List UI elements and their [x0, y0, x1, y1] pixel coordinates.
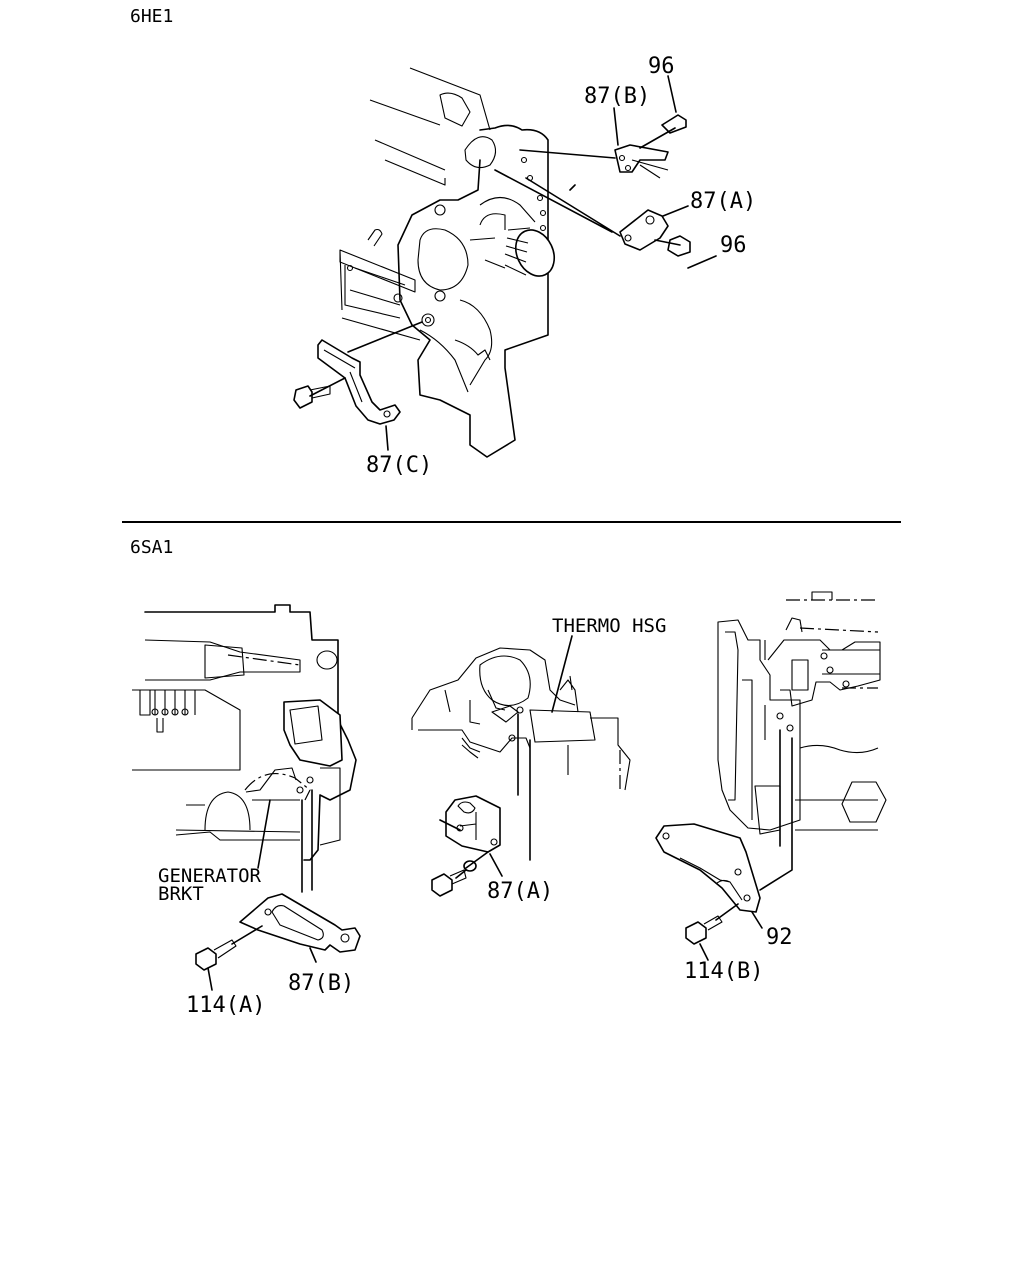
- callout-114b: 114(B): [684, 959, 763, 984]
- callout-114a: 114(A): [186, 993, 265, 1018]
- callout-96-upper: 96: [648, 54, 675, 79]
- engine-6sa1-right-view: [655, 591, 887, 961]
- section-label-6he1: 6HE1: [130, 6, 173, 27]
- callout-87b-6sa1: 87(B): [288, 971, 354, 996]
- engine-6sa1-middle-view: [411, 635, 631, 897]
- callout-87a-6sa1: 87(A): [487, 879, 553, 904]
- callout-87a: 87(A): [690, 189, 756, 214]
- engine-6sa1-left-view: [132, 604, 361, 991]
- callout-96-lower: 96: [720, 233, 747, 258]
- callout-thermo-hsg: THERMO HSG: [552, 615, 666, 637]
- engine-6he1-drawing: [293, 67, 717, 458]
- callout-generator-brkt-line2: BRKT: [158, 883, 204, 905]
- callout-87c: 87(C): [366, 453, 432, 478]
- section-label-6sa1: 6SA1: [130, 537, 173, 558]
- callout-generator-brkt-line1: GENERATOR: [158, 865, 262, 887]
- callout-87b: 87(B): [584, 84, 650, 109]
- callout-92: 92: [766, 925, 793, 950]
